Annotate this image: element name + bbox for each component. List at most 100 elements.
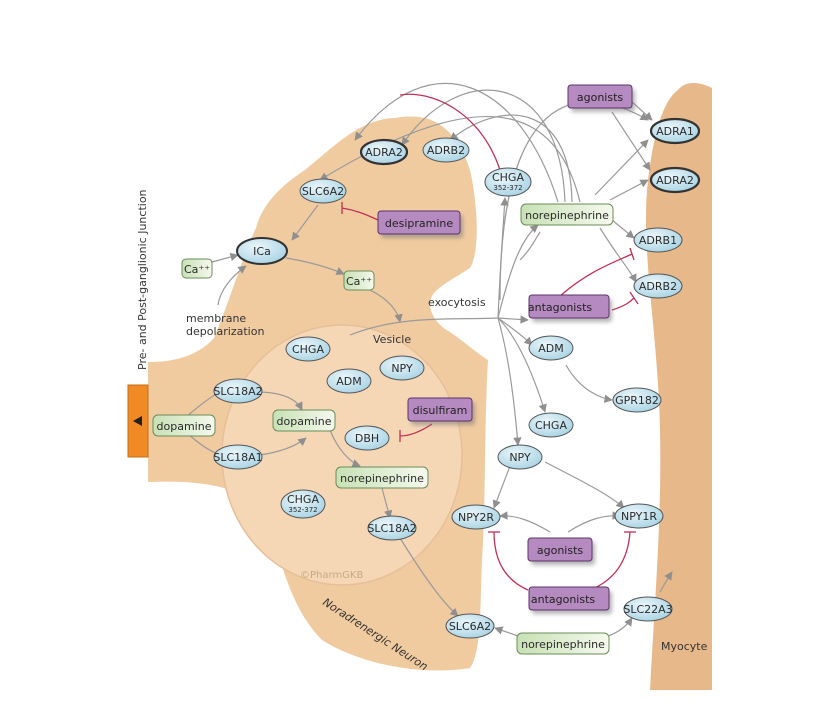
drug-agonists-npy[interactable]: agonists bbox=[527, 537, 595, 565]
gene-chga-top-sublabel: 352-372 bbox=[493, 184, 522, 192]
gene-slc18a1-label: SLC18A1 bbox=[213, 451, 262, 464]
ne-to-slc22a3 bbox=[607, 617, 633, 637]
gene-npy2r-label: NPY2R bbox=[458, 511, 494, 524]
gene-adrb2-pre-label: ADRB2 bbox=[427, 144, 465, 157]
gene-slc6a2-top[interactable]: SLC6A2 bbox=[299, 178, 347, 204]
ion-ca-inside[interactable]: Ca⁺⁺ bbox=[343, 270, 375, 291]
exo-to-npy bbox=[497, 317, 522, 446]
agonist-to-npy2r bbox=[499, 511, 551, 533]
arc-ne-to-adra2b bbox=[401, 89, 566, 203]
gene-npy1r-label: NPY1R bbox=[621, 510, 657, 523]
antag-to-adrb2-bar bbox=[629, 291, 639, 305]
gene-slc6a2-bottom[interactable]: SLC6A2 bbox=[445, 613, 495, 639]
gene-adra1-post[interactable]: ADRA1 bbox=[649, 117, 701, 145]
drug-nodes: desipramine disulfiram agonists antagoni… bbox=[377, 84, 635, 614]
ion-ca-outside[interactable]: Ca⁺⁺ bbox=[181, 258, 213, 279]
gene-chga-vesicle-low-label: CHGA bbox=[287, 493, 319, 506]
metabolite-ne-vesicle[interactable]: norepinephrine bbox=[335, 466, 429, 489]
gene-chga-vesicle-low-sublabel: 352-372 bbox=[288, 506, 317, 514]
inhibitions bbox=[341, 93, 639, 591]
slc22a3-to-myocyte bbox=[659, 571, 673, 593]
gene-slc6a2-top-label: SLC6A2 bbox=[302, 185, 344, 198]
gene-npy-vesicle[interactable]: NPY bbox=[379, 355, 425, 381]
ne-to-adra2-post bbox=[609, 179, 649, 201]
gene-adrb2-post-label: ADRB2 bbox=[639, 280, 677, 293]
drug-antagonists-mid[interactable]: antagonists bbox=[528, 294, 612, 322]
drug-desipramine-label: desipramine bbox=[385, 217, 454, 230]
depol-to-ica bbox=[217, 265, 247, 306]
ion-ca-inside-label: Ca⁺⁺ bbox=[346, 275, 372, 288]
drug-agonists-npy-label: agonists bbox=[537, 544, 584, 557]
gene-npy1r[interactable]: NPY1R bbox=[614, 503, 664, 529]
antag-to-npy2r bbox=[493, 531, 529, 591]
gene-adrb2-pre[interactable]: ADRB2 bbox=[422, 137, 470, 163]
gene-adm-vesicle-label: ADM bbox=[336, 375, 362, 388]
dopamine-to-ne bbox=[329, 429, 361, 468]
gene-adm-cleft[interactable]: ADM bbox=[528, 335, 574, 361]
slc18a2-to-slc6a2 bbox=[399, 537, 459, 617]
gene-slc18a2-top-label: SLC18A2 bbox=[213, 385, 262, 398]
gene-adrb1-post[interactable]: ADRB1 bbox=[633, 227, 683, 253]
ica-to-ca bbox=[285, 257, 345, 275]
adm-to-gpr182 bbox=[565, 364, 613, 403]
gene-gpr182-label: GPR182 bbox=[615, 394, 659, 407]
antag-to-adrb2 bbox=[611, 297, 635, 311]
ion-ica-label: ICa bbox=[253, 245, 271, 258]
gene-npy-cleft[interactable]: NPY bbox=[497, 444, 543, 470]
metabolite-ne-cleft-label: norepinephrine bbox=[525, 209, 609, 222]
metabolite-ne-bottom[interactable]: norepinephrine bbox=[516, 632, 610, 655]
gene-adm-vesicle[interactable]: ADM bbox=[326, 368, 372, 394]
gene-npy2r[interactable]: NPY2R bbox=[451, 504, 501, 530]
metabolite-ne-cleft[interactable]: norepinephrine bbox=[520, 203, 614, 226]
gene-slc18a2-top[interactable]: SLC18A2 bbox=[213, 378, 263, 404]
ne-to-adrb2 bbox=[599, 227, 637, 283]
drug-agonists-top-label: agonists bbox=[577, 91, 624, 104]
drug-desipramine[interactable]: desipramine bbox=[377, 210, 463, 238]
gene-npy-cleft-label: NPY bbox=[509, 451, 531, 464]
drug-antagonists-npy[interactable]: antagonists bbox=[528, 586, 612, 614]
gene-chga-vesicle[interactable]: CHGA bbox=[285, 336, 331, 362]
gene-adm-cleft-label: ADM bbox=[538, 342, 564, 355]
stimulus-arrow-icon bbox=[133, 416, 142, 426]
arc-ne-to-adra2 bbox=[354, 82, 559, 203]
drug-disulfiram[interactable]: disulfiram bbox=[407, 397, 475, 425]
drug-antagonists-mid-label: antagonists bbox=[528, 301, 593, 314]
drug-agonists-top[interactable]: agonists bbox=[567, 84, 635, 112]
agonist-to-adra2 bbox=[611, 111, 651, 171]
ca-to-ica bbox=[211, 252, 239, 263]
gene-adrb1-post-label: ADRB1 bbox=[639, 234, 677, 247]
ne-to-adra1 bbox=[594, 139, 649, 196]
gene-adrb2-post[interactable]: ADRB2 bbox=[633, 273, 683, 299]
metabolite-dopamine-vesicle[interactable]: dopamine bbox=[272, 409, 336, 432]
metabolite-ne-vesicle-label: norepinephrine bbox=[340, 472, 424, 485]
arrows bbox=[185, 82, 673, 637]
exo-to-chga bbox=[497, 317, 547, 413]
drug-antagonists-npy-label: antagonists bbox=[531, 593, 596, 606]
slc6a2-to-ica bbox=[291, 204, 319, 241]
gene-adra2-pre-label: ADRA2 bbox=[365, 146, 403, 159]
membrane-label-line1: membrane bbox=[186, 312, 246, 325]
gene-adra2-pre[interactable]: ADRA2 bbox=[359, 138, 409, 166]
gene-adra2-post[interactable]: ADRA2 bbox=[649, 166, 701, 194]
gene-slc18a2-bottom[interactable]: SLC18A2 bbox=[367, 515, 417, 541]
metabolite-dopamine-outside[interactable]: dopamine bbox=[152, 414, 216, 437]
gene-chga-cleft[interactable]: CHGA bbox=[528, 412, 574, 438]
gene-slc18a1[interactable]: SLC18A1 bbox=[213, 444, 263, 470]
slc18a1-to-dopamine bbox=[259, 437, 307, 456]
ion-ica[interactable]: ICa bbox=[236, 237, 288, 265]
gene-slc6a2-bottom-label: SLC6A2 bbox=[449, 620, 491, 633]
drug-disulfiram-label: disulfiram bbox=[413, 404, 468, 417]
gene-chga-cleft-label: CHGA bbox=[535, 419, 567, 432]
chga-inhibit-arc bbox=[399, 93, 501, 171]
ion-ca-outside-label: Ca⁺⁺ bbox=[184, 263, 210, 276]
npy-to-npy2r bbox=[492, 465, 511, 509]
slc6a2-to-ne-bottom bbox=[494, 626, 519, 637]
exo-to-ne bbox=[497, 224, 539, 319]
gene-chga-top-label: CHGA bbox=[492, 171, 524, 184]
gene-dbh[interactable]: DBH bbox=[344, 425, 390, 451]
gene-gpr182[interactable]: GPR182 bbox=[612, 387, 662, 413]
gene-slc22a3[interactable]: SLC22A3 bbox=[623, 596, 673, 622]
